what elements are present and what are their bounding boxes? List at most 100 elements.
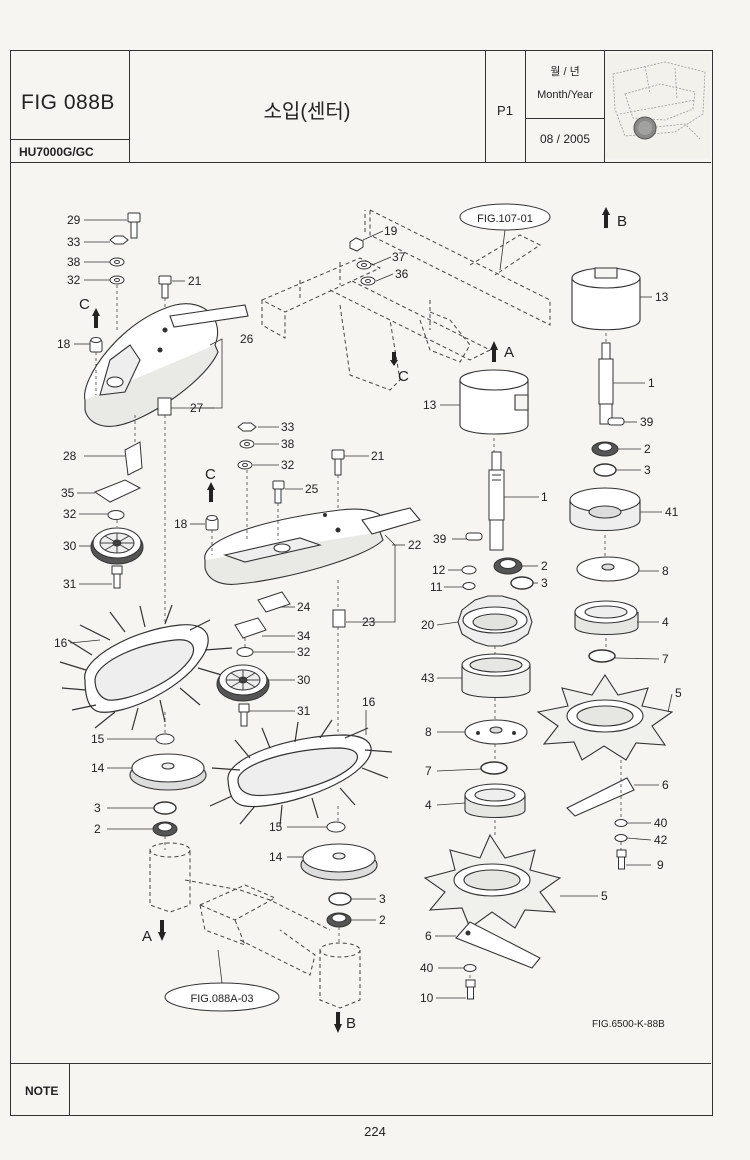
callout: 5	[601, 889, 608, 903]
cup-41-right	[569, 487, 641, 532]
part-callouts: 29 33 38 32 21 18 26 27 28 35 32 30 31 1…	[54, 213, 682, 1005]
callout: 13	[423, 398, 437, 412]
mainframe-bolts	[349, 237, 376, 286]
callout: 32	[63, 507, 77, 521]
callout: 33	[67, 235, 81, 249]
sleeve-13-right	[571, 267, 641, 331]
callout: 36	[395, 267, 409, 281]
bolt-31-middle	[238, 703, 250, 727]
callout: 2	[644, 442, 651, 456]
callout: 11	[430, 580, 443, 594]
callout: 8	[662, 564, 669, 578]
callout: 10	[420, 991, 434, 1005]
callout: 31	[63, 577, 77, 591]
callout: 35	[61, 486, 75, 500]
washer-40-right	[614, 819, 628, 827]
left-upper-fasteners	[109, 212, 172, 299]
callout: 29	[67, 213, 81, 227]
direction-arrows	[92, 207, 610, 1033]
callout: 6	[425, 929, 432, 943]
bolt-9-right	[616, 849, 627, 870]
note-label: NOTE	[25, 1084, 59, 1098]
callout: 30	[63, 539, 77, 553]
callout: 3	[644, 463, 651, 477]
key-39-right	[607, 417, 625, 426]
key-39-center	[465, 532, 483, 541]
callout: 3	[541, 576, 548, 590]
lower-housing-reference-drawing	[149, 842, 361, 1009]
page-title: 소입(센터)	[263, 101, 351, 123]
callout: 18	[174, 517, 188, 531]
bolt-31-left	[111, 565, 123, 589]
page-frame: FIG 088B HU7000G/GC 소입(센터) P1 월 / 년 Mont…	[10, 50, 713, 1116]
shaft-1-right	[598, 342, 614, 425]
callout: 43	[421, 671, 435, 685]
callout: 1	[541, 490, 548, 504]
washer-15-middle	[326, 821, 346, 833]
callout: 21	[371, 449, 385, 463]
shaft-1-center	[488, 451, 505, 551]
idler-pulley-30-middle	[216, 664, 270, 702]
callout: 23	[362, 615, 376, 629]
callout: 32	[281, 458, 295, 472]
alignment-lines	[95, 285, 622, 980]
callout: 9	[657, 858, 664, 872]
arrow-label-a-bottom: A	[142, 928, 152, 945]
holder-4-right	[574, 600, 639, 636]
snap-ring-3-middle	[328, 892, 352, 906]
washer-40-center	[463, 964, 477, 972]
snap-ring-3-center	[510, 576, 534, 590]
callout: 31	[297, 704, 311, 718]
circlip-7-right	[588, 649, 616, 663]
washer-42-right	[614, 834, 628, 842]
spacer-23	[332, 609, 346, 628]
date-label-en: Month/Year	[537, 89, 593, 101]
snap-ring-3-right	[593, 463, 617, 477]
arrow-label-c-frame: C	[398, 368, 409, 385]
callout: 39	[433, 532, 447, 546]
washer-32-middle	[236, 647, 254, 657]
date-label-kr: 월 / 년	[550, 66, 580, 78]
holder-4-center	[464, 783, 526, 818]
callout: 2	[541, 559, 548, 573]
callout: 3	[379, 892, 386, 906]
callout: 4	[662, 615, 669, 629]
callout: 40	[420, 961, 434, 975]
spacer-27	[157, 397, 172, 416]
star-wheel-5-right	[536, 673, 674, 761]
callout: 14	[269, 850, 283, 864]
callout: 32	[67, 273, 81, 287]
middle-chain-case	[204, 507, 421, 585]
arrow-labels: B A C C C A B	[79, 213, 627, 1032]
drum-43-center	[461, 653, 531, 699]
tine-disk-16-left	[59, 604, 233, 731]
callout: 1	[648, 376, 655, 390]
washer-15-left	[155, 733, 175, 745]
model-number: HU7000G/GC	[19, 145, 94, 159]
callout: 40	[654, 816, 668, 830]
callout: 20	[421, 618, 435, 632]
grommet-18-upper	[89, 337, 103, 353]
fig-088a-03-ref-label: FIG.088A-03	[191, 993, 254, 1005]
washer-11-center	[462, 582, 476, 590]
circlip-7-center	[480, 761, 508, 775]
mid-upper-fasteners	[237, 422, 345, 504]
upper-chain-case	[84, 303, 249, 427]
callout: 33	[281, 420, 295, 434]
callout: 25	[305, 482, 319, 496]
callout: 30	[297, 673, 311, 687]
figure-code-label: FIG.6500-K-88B	[592, 1019, 665, 1030]
callout: 15	[91, 732, 105, 746]
arrow-label-b-top: B	[617, 213, 627, 230]
bearing-2-left	[152, 821, 178, 837]
callout: 6	[662, 778, 669, 792]
plate-8-center	[464, 719, 528, 745]
arrow-label-c-left: C	[79, 296, 90, 313]
callout: 41	[665, 505, 679, 519]
callout: 18	[57, 337, 71, 351]
callout: 27	[190, 401, 204, 415]
washer-32-left	[107, 510, 125, 520]
callout: 38	[281, 437, 295, 451]
callout: 32	[297, 645, 311, 659]
